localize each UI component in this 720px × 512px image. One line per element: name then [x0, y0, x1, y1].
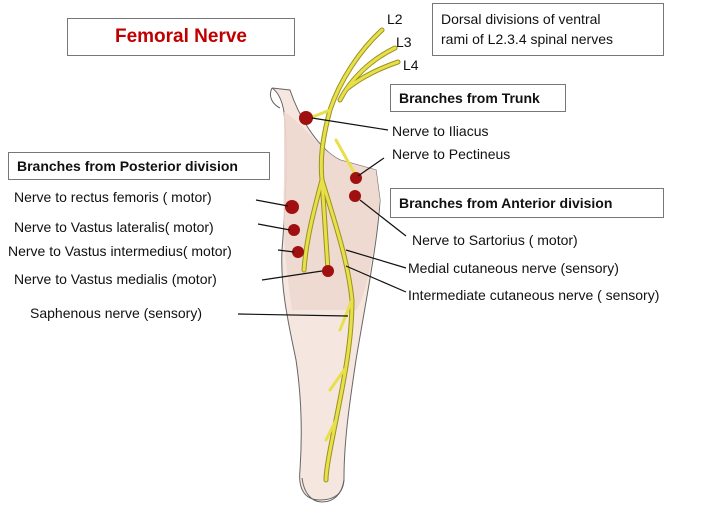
motor-points: [285, 111, 362, 277]
label-nerve-to-rectus-femoris: Nerve to rectus femoris ( motor): [14, 189, 212, 205]
motor-point-vastus-medialis: [322, 265, 334, 277]
foot-outline: [301, 477, 345, 503]
hip-curve: [269, 87, 281, 109]
label-nerve-to-sartorius: Nerve to Sartorius ( motor): [412, 232, 578, 248]
trunk-group-heading: Branches from Trunk: [390, 84, 566, 112]
label-intermediate-cutaneous-nerve: Intermediate cutaneous nerve ( sensory): [408, 287, 660, 303]
motor-point-vastus-lateralis: [288, 224, 300, 236]
root-label-l3: L3: [396, 34, 412, 50]
dorsal-note-line2: rami of L2.3.4 spinal nerves: [441, 31, 613, 47]
nerve-branches: [301, 27, 401, 483]
dorsal-divisions-note: Dorsal divisions of ventral rami of L2.3…: [432, 3, 664, 56]
motor-point-sartorius: [349, 190, 361, 202]
label-nerve-to-iliacus: Nerve to Iliacus: [392, 123, 489, 139]
label-nerve-to-vastus-intermedius: Nerve to Vastus intermedius( motor): [8, 243, 232, 259]
motor-point-vastus-intermedius: [292, 246, 304, 258]
trunk-group-label: Branches from Trunk: [399, 90, 540, 106]
posterior-group-label: Branches from Posterior division: [17, 158, 238, 174]
root-label-l2: L2: [387, 11, 403, 27]
dorsal-note-line1: Dorsal divisions of ventral: [441, 11, 601, 27]
label-saphenous-nerve: Saphenous nerve (sensory): [30, 305, 202, 321]
diagram-title: Femoral Nerve: [114, 26, 247, 47]
label-medial-cutaneous-nerve: Medial cutaneous nerve (sensory): [408, 260, 619, 276]
motor-point-rectus-femoris: [285, 200, 299, 214]
motor-point-iliacus: [299, 111, 313, 125]
anterior-group-label: Branches from Anterior division: [399, 195, 613, 211]
anterior-group-heading: Branches from Anterior division: [390, 188, 664, 218]
root-label-l4: L4: [403, 57, 419, 73]
label-nerve-to-vastus-medialis: Nerve to Vastus medialis (motor): [14, 271, 217, 287]
leader-lines: [237, 117, 407, 317]
posterior-group-heading: Branches from Posterior division: [8, 152, 270, 180]
label-nerve-to-vastus-lateralis: Nerve to Vastus lateralis( motor): [14, 219, 214, 235]
label-nerve-to-pectineus: Nerve to Pectineus: [392, 146, 511, 162]
title-box: Femoral Nerve: [67, 18, 295, 56]
